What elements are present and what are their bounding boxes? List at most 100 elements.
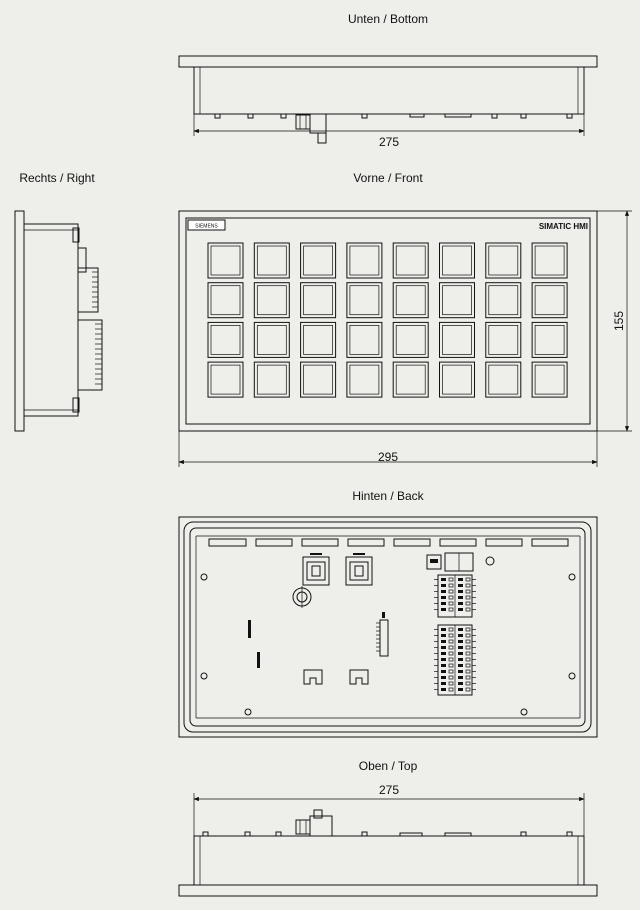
front-key-face bbox=[488, 285, 519, 316]
front-key-face bbox=[488, 325, 519, 355]
front-view-title: Vorne / Front bbox=[353, 171, 423, 185]
right-front-plate bbox=[14, 210, 25, 432]
back-housing-outline bbox=[183, 521, 592, 733]
front-key bbox=[392, 282, 429, 319]
front-key bbox=[439, 282, 475, 319]
siemens-logo bbox=[187, 219, 226, 231]
bottom-front-plate bbox=[178, 55, 598, 68]
siemens-logo-text: SIEMENS bbox=[195, 224, 218, 230]
bottom-connector-stubs bbox=[214, 113, 573, 119]
right-terminal-block-upper bbox=[77, 267, 99, 313]
front-key bbox=[253, 361, 290, 398]
front-key bbox=[439, 361, 475, 398]
front-key-face bbox=[349, 245, 380, 276]
front-key-face bbox=[303, 285, 333, 316]
front-key-face bbox=[534, 285, 565, 316]
front-key-face bbox=[256, 245, 287, 276]
top-dimension-label: 275 bbox=[379, 783, 399, 797]
front-key bbox=[253, 321, 290, 358]
front-key-face bbox=[349, 325, 380, 355]
bottom-dimension-label: 275 bbox=[379, 135, 399, 149]
front-key bbox=[207, 282, 244, 319]
front-key bbox=[300, 321, 337, 358]
front-key-face bbox=[534, 325, 565, 355]
front-key-face bbox=[488, 364, 519, 395]
back-top-slots bbox=[208, 538, 569, 547]
front-key-face bbox=[256, 285, 287, 316]
front-key bbox=[485, 361, 522, 398]
front-key-face bbox=[488, 245, 519, 276]
front-key-face bbox=[210, 364, 241, 395]
front-key-face bbox=[303, 364, 333, 395]
front-key-face bbox=[395, 364, 426, 395]
back-inner-outline bbox=[189, 527, 586, 727]
right-terminal-teeth bbox=[92, 271, 102, 385]
right-view-title: Rechts / Right bbox=[19, 171, 95, 185]
front-view: Vorne / Front SIEMENS SIMATIC HMI 295 15… bbox=[178, 171, 632, 467]
front-key-face bbox=[395, 325, 426, 355]
front-key-face bbox=[303, 325, 333, 355]
ethernet-port-2 bbox=[345, 553, 373, 586]
key-grid bbox=[207, 242, 568, 398]
front-key bbox=[439, 321, 475, 358]
front-key bbox=[485, 242, 522, 279]
front-key bbox=[392, 321, 429, 358]
right-view: Rechts / Right bbox=[14, 171, 103, 432]
front-key bbox=[300, 242, 337, 279]
front-key bbox=[531, 361, 568, 398]
right-side-plug bbox=[77, 247, 87, 273]
front-key bbox=[485, 282, 522, 319]
right-terminal-block-lower bbox=[77, 319, 103, 391]
front-key bbox=[392, 361, 429, 398]
front-key-face bbox=[349, 285, 380, 316]
front-key-face bbox=[442, 245, 472, 276]
front-height-dimension-label: 155 bbox=[612, 311, 626, 331]
back-outer-frame bbox=[178, 516, 598, 738]
front-key bbox=[531, 321, 568, 358]
right-housing bbox=[23, 223, 79, 417]
back-view-title: Hinten / Back bbox=[352, 489, 424, 503]
ethernet-port-1 bbox=[302, 553, 330, 586]
front-width-dimension-label: 295 bbox=[378, 450, 398, 464]
bottom-housing bbox=[193, 66, 585, 115]
front-key bbox=[346, 242, 383, 279]
front-key-face bbox=[256, 325, 287, 355]
front-key bbox=[346, 361, 383, 398]
top-housing bbox=[193, 835, 585, 886]
back-clip-2 bbox=[349, 669, 369, 685]
back-terminal-block-upper bbox=[434, 574, 476, 618]
front-key bbox=[346, 282, 383, 319]
front-outer-frame bbox=[178, 210, 598, 432]
front-key bbox=[253, 282, 290, 319]
top-view-title: Oben / Top bbox=[359, 759, 418, 773]
front-key-face bbox=[395, 285, 426, 316]
back-screws bbox=[200, 556, 576, 716]
front-key-face bbox=[534, 364, 565, 395]
back-vertical-connector bbox=[376, 612, 389, 657]
back-terminal-block-lower bbox=[434, 624, 476, 696]
front-key bbox=[207, 242, 244, 279]
front-inner-frame bbox=[185, 217, 591, 425]
front-key bbox=[346, 321, 383, 358]
front-key-face bbox=[395, 245, 426, 276]
bottom-view: Unten / Bottom 275 bbox=[178, 12, 598, 149]
front-key-face bbox=[303, 245, 333, 276]
front-key bbox=[253, 242, 290, 279]
top-front-plate bbox=[178, 884, 598, 897]
back-small-connector bbox=[426, 552, 474, 572]
front-key bbox=[207, 321, 244, 358]
front-key-face bbox=[442, 325, 472, 355]
front-key bbox=[300, 361, 337, 398]
top-plug bbox=[295, 809, 333, 837]
top-view: Oben / Top 275 bbox=[178, 759, 598, 897]
ground-terminal bbox=[292, 586, 312, 608]
front-key-face bbox=[210, 325, 241, 355]
bottom-plug bbox=[295, 113, 327, 144]
front-key-face bbox=[442, 285, 472, 316]
front-key-face bbox=[442, 364, 472, 395]
top-connector-stubs bbox=[202, 831, 573, 837]
front-key-face bbox=[210, 245, 241, 276]
front-key bbox=[300, 282, 337, 319]
front-key-face bbox=[210, 285, 241, 316]
